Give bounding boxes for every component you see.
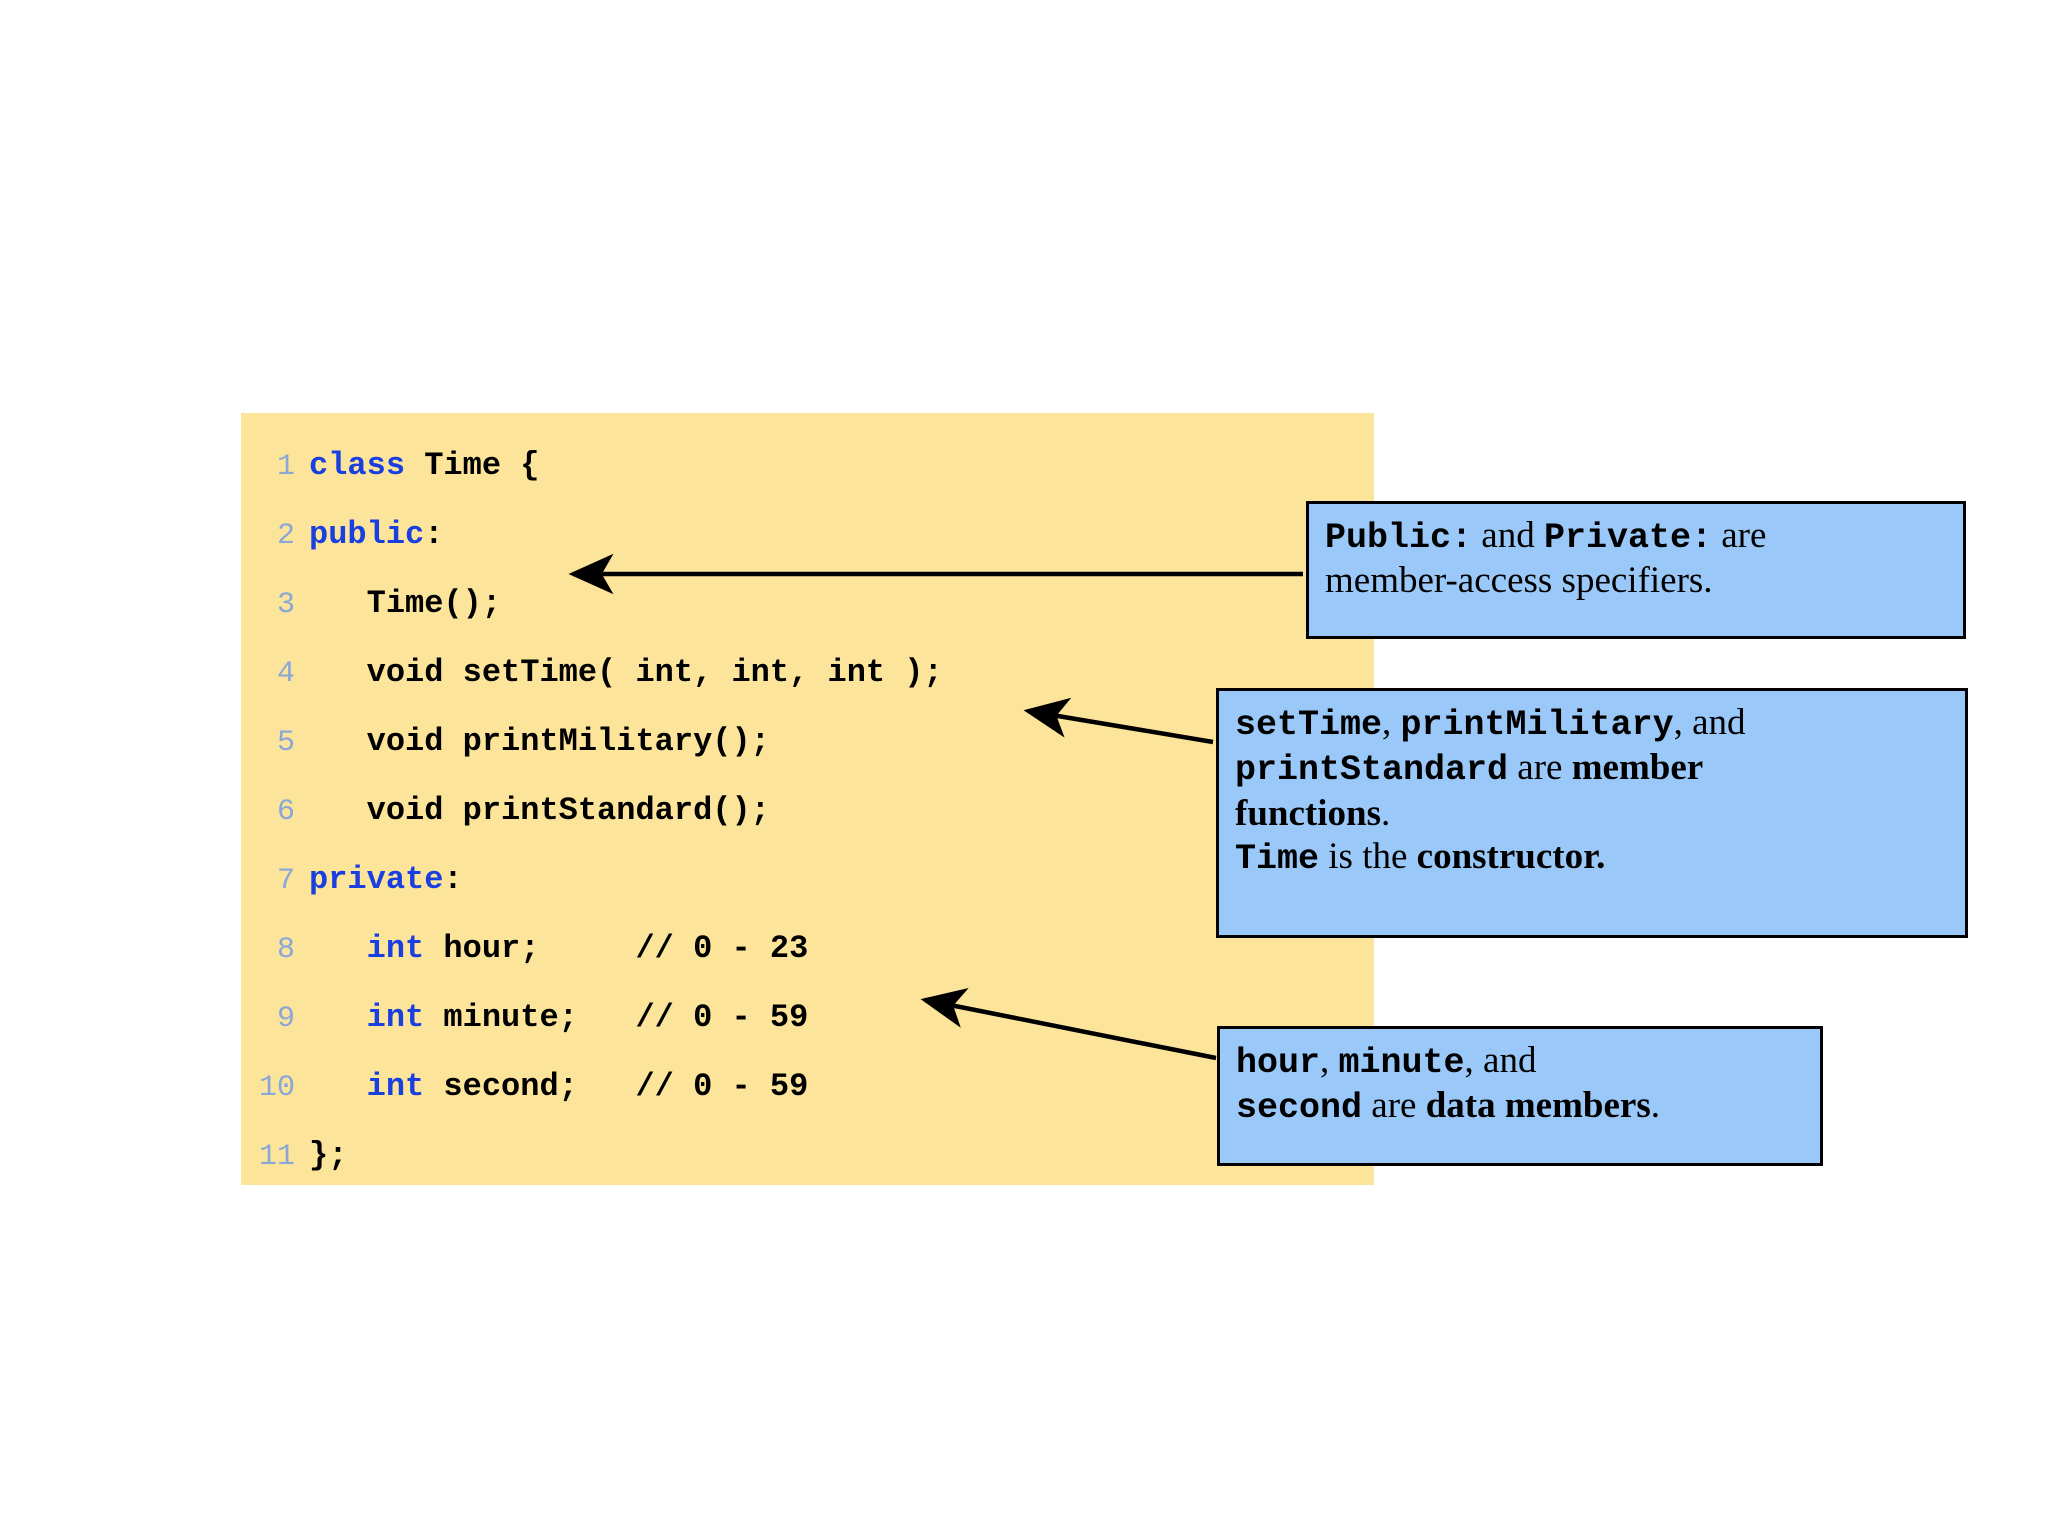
callout-text-segment: second [1236,1088,1363,1129]
code-body: : [443,861,463,898]
callout-text-segment: setTime [1235,705,1383,745]
callout-text-segment: printMilitary [1400,705,1674,745]
code-line-number: 6 [276,795,295,829]
code-body: Time { [405,447,540,484]
code-line-text: Time(); [309,569,501,638]
code-line: 7 private: [241,845,1374,914]
code-body: }; [309,1137,348,1174]
callout-line: member-access specifiers. [1325,559,1947,603]
code-indent [309,585,367,622]
code-line-number: 10 [258,1071,295,1105]
code-line: 3 Time(); [241,569,1374,638]
code-line-number: 3 [276,588,295,622]
callout-line: functions. [1235,792,1949,836]
callout-text-segment: data members [1425,1085,1651,1127]
callout-text-segment: Public: [1325,518,1473,558]
callout-text-segment: Private: [1543,518,1712,558]
callout-line: printStandard are member [1235,746,1949,791]
code-line: 10 int second; // 0 - 59 [241,1052,1374,1121]
callout-line: Public: and Private: are [1325,514,1947,559]
code-line-text: void printMilitary(); [309,707,770,776]
code-indent [309,1068,367,1105]
code-line-text: public: [309,500,443,569]
callout-text-segment: . [1380,792,1391,834]
callout-line: Time is the constructor. [1235,835,1949,880]
code-line-text: class Time { [309,431,539,500]
code-body: : [424,516,444,553]
code-keyword: public [309,516,425,553]
code-line-number: 5 [276,726,295,760]
callout-text-segment: member-access specifiers. [1325,560,1713,602]
code-line: 11}; [241,1121,1374,1190]
code-line-text: int minute; // 0 - 59 [309,983,809,1052]
code-indent [309,792,367,829]
code-indent [309,930,367,967]
code-line-number: 11 [258,1140,295,1174]
code-keyword: class [309,447,406,484]
callout-text-segment: hour [1236,1043,1321,1083]
code-line: 6 void printStandard(); [241,776,1374,845]
code-body: void printMilitary(); [366,723,770,760]
code-line: 2 public: [241,500,1374,569]
code-body: void printStandard(); [366,792,770,829]
callout-text-segment: and [1472,515,1544,556]
callout-text-segment: . [1650,1085,1660,1127]
code-line: 8 int hour; // 0 - 23 [241,914,1374,983]
callout-line: setTime, printMilitary, and [1235,701,1949,746]
code-body: minute; // 0 - 59 [424,999,809,1036]
callout-text-segment: are [1362,1085,1426,1127]
callout-text-segment: is the [1319,836,1417,878]
code-line: 1 class Time { [241,431,1374,500]
code-body: hour; // 0 - 23 [424,930,809,967]
code-keyword: int [366,999,425,1036]
code-line-number: 2 [276,519,295,553]
code-keyword: int [366,1068,425,1105]
callout-text-segment: minute [1338,1043,1465,1083]
code-line-text: int hour; // 0 - 23 [309,914,809,983]
code-body: second; // 0 - 59 [424,1068,809,1105]
code-line-number: 8 [276,933,295,967]
callout-text-segment: , [1320,1040,1339,1081]
code-line: 4 void setTime( int, int, int ); [241,638,1374,707]
callout-text-segment: constructor. [1416,836,1606,878]
callout-text-segment: printStandard [1235,750,1509,791]
code-indent [309,723,367,760]
code-line-text: int second; // 0 - 59 [309,1052,809,1121]
callout-text-segment: Time [1235,839,1320,880]
code-line: 9 int minute; // 0 - 59 [241,983,1374,1052]
code-indent [309,999,367,1036]
code-line-number: 7 [276,864,295,898]
code-line-number: 9 [276,1002,295,1036]
code-keyword: private [309,861,444,898]
code-line-text: void setTime( int, int, int ); [309,638,943,707]
code-line-text: }; [309,1121,347,1190]
callout-text-segment: functions [1235,792,1381,834]
code-keyword: int [366,930,425,967]
code-body: void setTime( int, int, int ); [366,654,943,691]
code-line-text: private: [309,845,463,914]
callout-text-segment: , and [1464,1040,1537,1081]
callout-text-segment: member [1571,747,1704,789]
callout-text-segment: are [1712,515,1767,556]
code-line: 5 void printMilitary(); [241,707,1374,776]
code-indent [309,654,367,691]
code-line-number: 1 [276,450,295,484]
callout-text-segment: , [1382,702,1401,743]
code-line-number: 4 [276,657,295,691]
callout-line: second are data members. [1236,1084,1804,1129]
callout-text-segment: are [1508,747,1572,789]
callout-text-segment: , and [1673,702,1746,743]
code-body: Time(); [366,585,502,622]
code-line-text: void printStandard(); [309,776,770,845]
callout-line: hour, minute, and [1236,1039,1804,1084]
